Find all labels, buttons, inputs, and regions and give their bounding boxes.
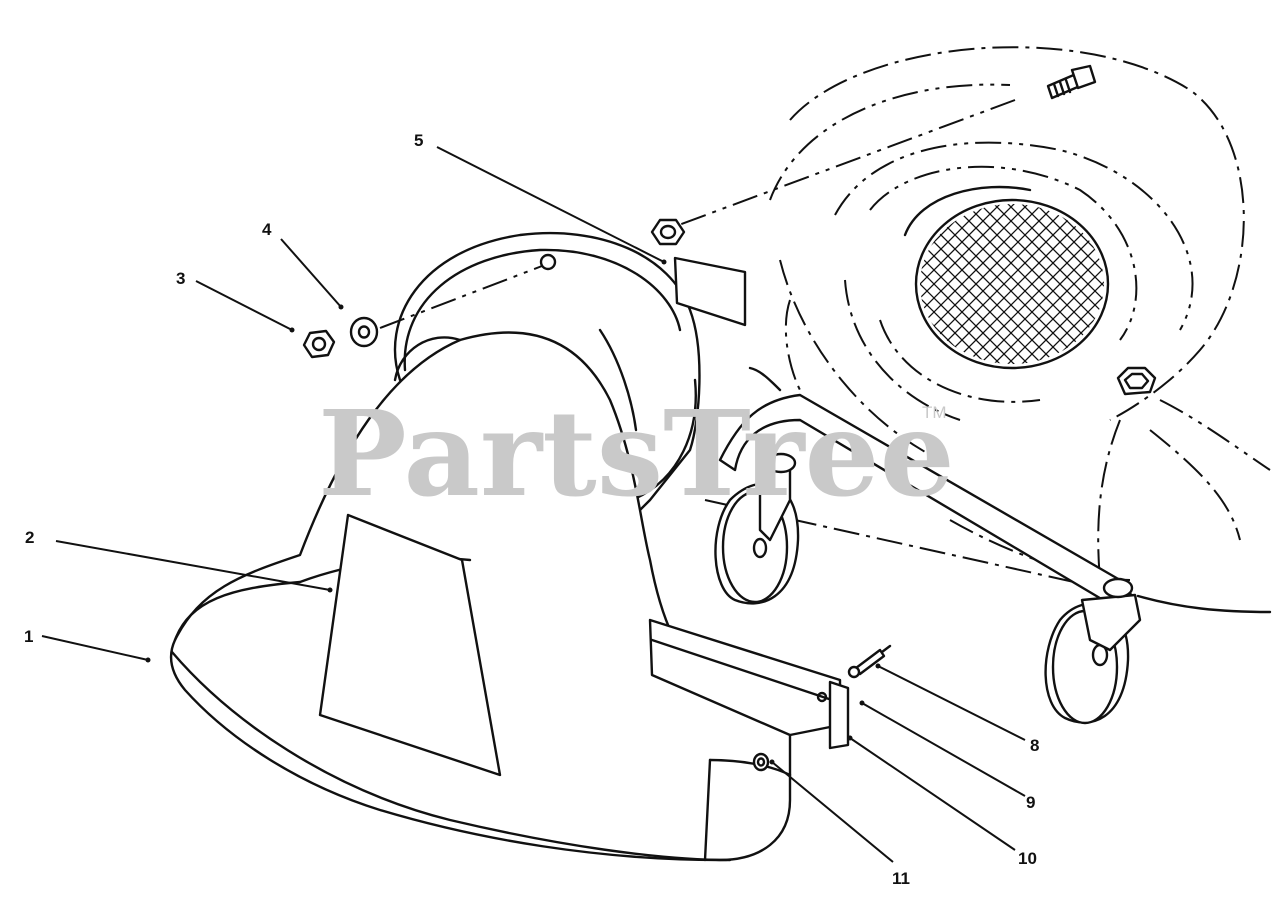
leader-10	[849, 737, 1016, 851]
leader-lines	[41, 146, 1026, 863]
leader-dot-8	[875, 663, 881, 669]
top-bolt	[1046, 64, 1097, 100]
leader-dot-10	[847, 735, 853, 741]
leader-3	[195, 280, 293, 331]
callout-8: 8	[1030, 736, 1039, 755]
watermark-text: PartsTree	[318, 384, 955, 523]
mesh-line	[1015, 204, 1104, 364]
callout-9: 9	[1026, 793, 1035, 812]
washer-4	[349, 316, 379, 348]
leader-11	[771, 761, 894, 863]
mesh-line	[920, 204, 1007, 364]
leader-2	[55, 540, 331, 591]
mesh-line	[1001, 204, 1104, 364]
mesh-line	[920, 204, 1049, 364]
mesh-line	[1015, 204, 1104, 364]
leader-dot-1	[145, 657, 151, 663]
mesh-line	[920, 204, 1063, 364]
leader-dot-2	[327, 587, 333, 593]
callout-2: 2	[25, 528, 34, 547]
callout-11: 11	[892, 869, 910, 888]
callout-4: 4	[262, 220, 272, 239]
leader-4	[280, 238, 342, 308]
caster-wheel-left	[714, 452, 800, 605]
leader-dot-9	[859, 700, 865, 706]
mesh-line	[920, 204, 1021, 364]
nut-11	[752, 752, 770, 772]
watermark: PartsTree TM	[318, 384, 955, 523]
decal-2	[318, 513, 502, 777]
mesh-line	[920, 204, 1035, 364]
caster-wheel-right	[1044, 577, 1142, 725]
leader-5	[436, 146, 665, 263]
leader-dot-11	[769, 759, 775, 765]
leader-dot-5	[661, 259, 667, 265]
callout-5: 5	[414, 131, 423, 150]
mesh-line	[920, 204, 1021, 364]
leader-1	[41, 635, 149, 661]
housing-hex-bolt	[1116, 366, 1157, 396]
fastener-axis-line	[379, 265, 543, 329]
leader-dot-4	[338, 304, 344, 310]
leader-dot-3	[289, 327, 295, 333]
callout-1: 1	[24, 627, 33, 646]
callout-numbers: 1 2 3 4 5 8 9 10 11	[24, 131, 1039, 888]
callout-3: 3	[176, 269, 185, 288]
hex-nut-3	[302, 329, 336, 359]
decal-5	[673, 256, 747, 327]
mesh-line	[945, 204, 1104, 364]
callout-10: 10	[1018, 849, 1037, 868]
mesh-line	[959, 204, 1104, 364]
hex-nut-upper	[650, 218, 686, 246]
leader-9	[861, 702, 1026, 797]
mesh-line	[920, 204, 1007, 364]
leader-8	[877, 665, 1026, 741]
filter-screen	[903, 185, 1110, 370]
watermark-trademark: TM	[922, 403, 947, 422]
support-bar	[648, 618, 850, 750]
mesh-line	[973, 204, 1104, 364]
mesh-line	[920, 204, 1077, 364]
mesh-line	[987, 204, 1104, 364]
clevis-pin	[847, 644, 892, 679]
blower-housing-phantom	[659, 46, 1271, 591]
